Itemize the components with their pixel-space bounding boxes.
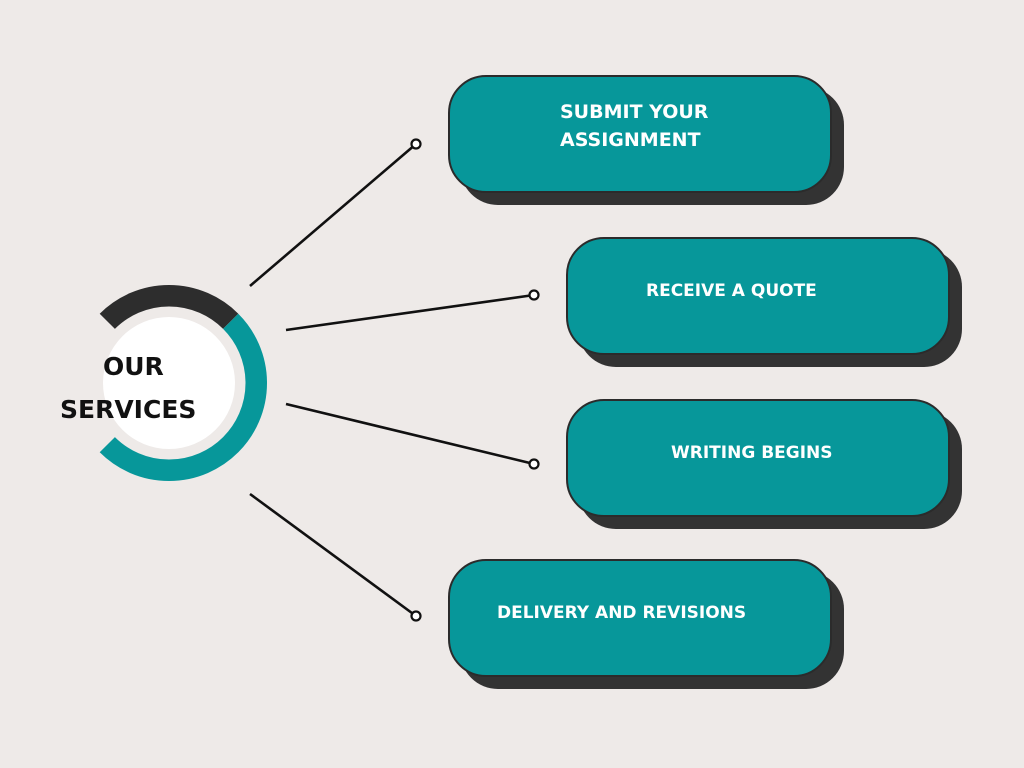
connector-line-4 [249,492,417,618]
connector-node-3 [528,458,540,470]
connector-line-2 [285,293,535,332]
connector-node-4 [410,610,422,622]
step-label-line: SUBMIT YOUR [560,101,709,123]
hub-inner-disc [103,317,235,449]
connector-line-1 [249,143,417,287]
step-label-writing-begins: WRITING BEGINS [671,443,833,463]
connector-node-1 [410,138,422,150]
step-card-writing-begins[interactable] [566,399,950,517]
hub-ring-dark-arc [99,285,239,330]
step-label-line: ASSIGNMENT [560,128,701,151]
hub-ring-teal-arc [99,313,267,481]
step-card-submit-assignment[interactable] [448,75,832,193]
connectors [249,138,540,622]
step-card-receive-quote[interactable] [566,237,950,355]
step-label-delivery-revisions: DELIVERY AND REVISIONS [497,603,747,623]
hub-ring [99,285,267,481]
connector-line-3 [285,402,535,466]
step-card-delivery-revisions[interactable] [448,559,832,677]
step-label-receive-quote: RECEIVE A QUOTE [646,281,817,301]
step-label-submit-assignment: SUBMIT YOUR ASSIGNMENT [560,99,708,154]
hub-title-line-2: SERVICES [60,395,197,424]
hub-title-line-1: OUR [103,352,164,381]
connector-node-2 [528,289,540,301]
